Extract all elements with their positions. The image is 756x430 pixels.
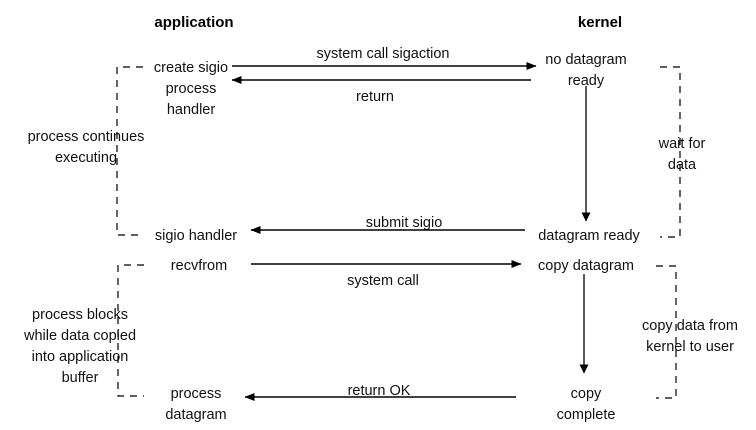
node-no-datagram-ready: no datagram ready bbox=[545, 52, 627, 89]
arrow-label-return-ok: return OK bbox=[347, 383, 411, 399]
annotation-process-blocks: process blocks while data copied into ap… bbox=[23, 307, 137, 386]
arrow-label-return: return bbox=[356, 89, 394, 105]
node-datagram-ready: datagram ready bbox=[538, 228, 640, 244]
node-copy-complete: copy complete bbox=[556, 386, 616, 423]
arrow-label-system-call: system call bbox=[347, 273, 419, 289]
annotation-copy-data-from-kernel-to-user: copy data from kernel to user bbox=[642, 318, 738, 355]
node-recvfrom: recvfrom bbox=[170, 258, 228, 274]
node-sigio-handler: sigio handler bbox=[154, 228, 238, 244]
node-create-sigio-process-handler: create sigio process handler bbox=[153, 60, 229, 118]
node-copy-datagram: copy datagram bbox=[538, 258, 634, 274]
arrow-label-system-call-sigaction: system call sigaction bbox=[316, 46, 450, 62]
arrow-label-submit-sigio: submit sigio bbox=[365, 215, 443, 231]
annotation-wait-for-data: wait for data bbox=[658, 136, 706, 173]
node-process-datagram: process datagram bbox=[165, 386, 227, 423]
column-header-application: application bbox=[154, 14, 234, 31]
annotation-process-continues-executing: process continues executing bbox=[27, 129, 145, 166]
column-header-kernel: kernel bbox=[577, 14, 623, 31]
